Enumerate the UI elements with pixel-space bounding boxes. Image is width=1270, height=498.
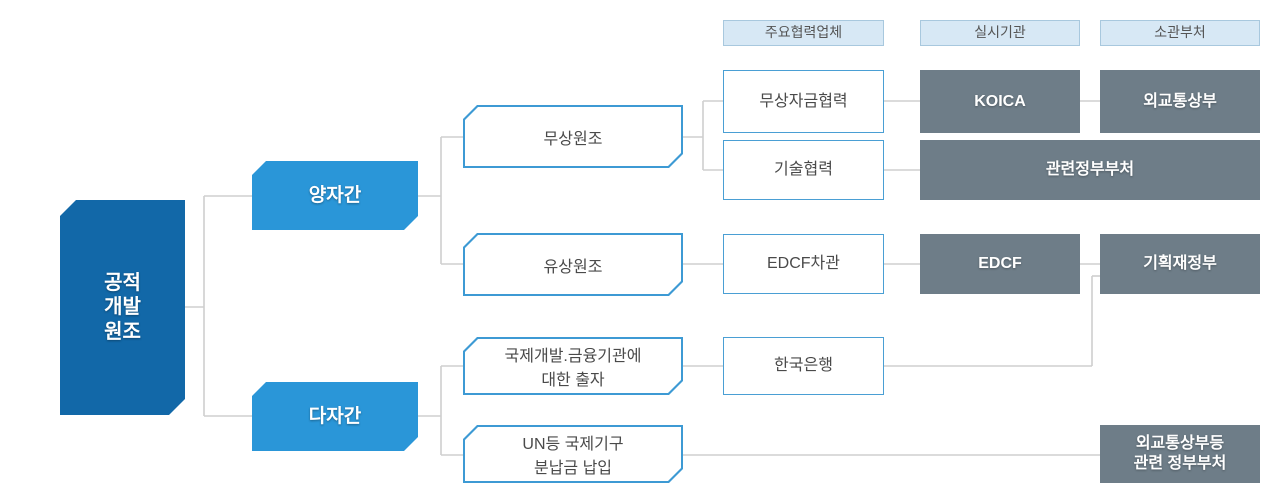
idb-contribution-body: 국제개발.금융기관에 대한 출자 <box>465 339 681 393</box>
column-header-partners: 주요협력업체 <box>723 20 884 46</box>
column-header-implementing: 실시기관 <box>920 20 1080 46</box>
node-technical-coop: 기술협력 <box>723 140 884 200</box>
loan-aid-body: 유상원조 <box>465 235 681 294</box>
un-contribution-body: UN등 국제기구 분납금 납입 <box>465 427 681 481</box>
node-related-gov-depts: 관련정부부처 <box>920 140 1260 200</box>
un-contribution-label: UN등 국제기구 분납금 납입 <box>522 436 624 477</box>
node-multilateral: 다자간 <box>252 382 418 451</box>
node-grant-aid: 무상원조 <box>463 105 683 168</box>
node-root-oda: 공적 개발 원조 <box>60 200 185 415</box>
node-edcf-loan: EDCF차관 <box>723 234 884 294</box>
node-idb-contribution: 국제개발.금융기관에 대한 출자 <box>463 337 683 395</box>
node-mofat: 외교통상부 <box>1100 70 1260 133</box>
node-grant-fund-coop: 무상자금협력 <box>723 70 884 133</box>
node-loan-aid: 유상원조 <box>463 233 683 296</box>
grant-aid-body: 무상원조 <box>465 107 681 166</box>
idb-contribution-label: 국제개발.금융기관에 대한 출자 <box>504 348 642 389</box>
node-mofat-related: 외교통상부등 관련 정부부처 <box>1100 425 1260 483</box>
mofat-related-label: 외교통상부등 관련 정부부처 <box>1133 435 1227 472</box>
node-bok: 한국은행 <box>723 337 884 395</box>
node-mosf: 기획재정부 <box>1100 234 1260 294</box>
column-header-ministry: 소관부처 <box>1100 20 1260 46</box>
node-bilateral: 양자간 <box>252 161 418 230</box>
root-label: 공적 개발 원조 <box>104 271 141 343</box>
node-koica: KOICA <box>920 70 1080 133</box>
node-edcf: EDCF <box>920 234 1080 294</box>
node-un-contribution: UN등 국제기구 분납금 납입 <box>463 425 683 483</box>
